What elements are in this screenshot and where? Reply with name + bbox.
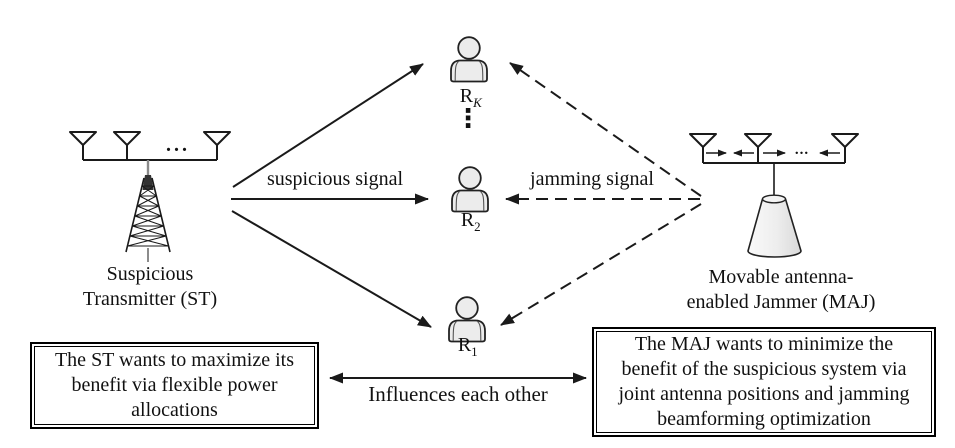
maj-antenna-array-icon — [689, 133, 859, 164]
receiver-rk-label: RK — [459, 85, 483, 110]
st-goal-text: The ST wants to maximize its benefit via… — [34, 346, 315, 425]
st-label: Suspicious Transmitter (ST) — [83, 262, 217, 312]
suspicious-signal-arrows — [231, 63, 432, 328]
st-antenna-array-icon — [69, 131, 231, 161]
st-label-line1: Suspicious — [106, 263, 194, 285]
suspicious-signal-label: suspicious signal — [266, 168, 404, 190]
receiver-r2-label: R2 — [460, 209, 482, 234]
suspicious-arrow-to-rk — [232, 63, 424, 188]
jamming-arrow-to-rk — [509, 62, 702, 197]
maj-label-line2: enabled Jammer (MAJ) — [686, 291, 876, 313]
maj-antenna-ellipsis: ... — [794, 142, 810, 158]
st-antenna-ellipsis: ... — [166, 134, 190, 156]
receiver-rk-icon — [450, 36, 488, 83]
maj-goal-box: The MAJ wants to minimize the benefit of… — [592, 327, 936, 437]
suspicious-arrow-to-r1 — [231, 210, 432, 328]
jamming-arrow-to-r1 — [500, 203, 702, 326]
maj-label: Movable antenna- enabled Jammer (MAJ) — [687, 265, 876, 315]
receiver-r2-icon — [451, 166, 489, 213]
st-tower-icon — [125, 160, 171, 262]
st-label-line2: Transmitter (ST) — [82, 288, 218, 310]
jamming-signal-arrows — [500, 62, 702, 326]
influence-label: Influences each other — [368, 382, 548, 406]
maj-goal-text: The MAJ wants to minimize the benefit of… — [596, 331, 932, 433]
st-goal-box: The ST wants to maximize its benefit via… — [30, 342, 319, 429]
jamming-signal-label: jamming signal — [530, 168, 654, 190]
receiver-r1-label: R1 — [457, 334, 479, 359]
receivers-ellipsis: ⋮ — [455, 104, 481, 134]
maj-label-line1: Movable antenna- — [708, 266, 854, 288]
maj-cone-icon — [747, 163, 802, 258]
